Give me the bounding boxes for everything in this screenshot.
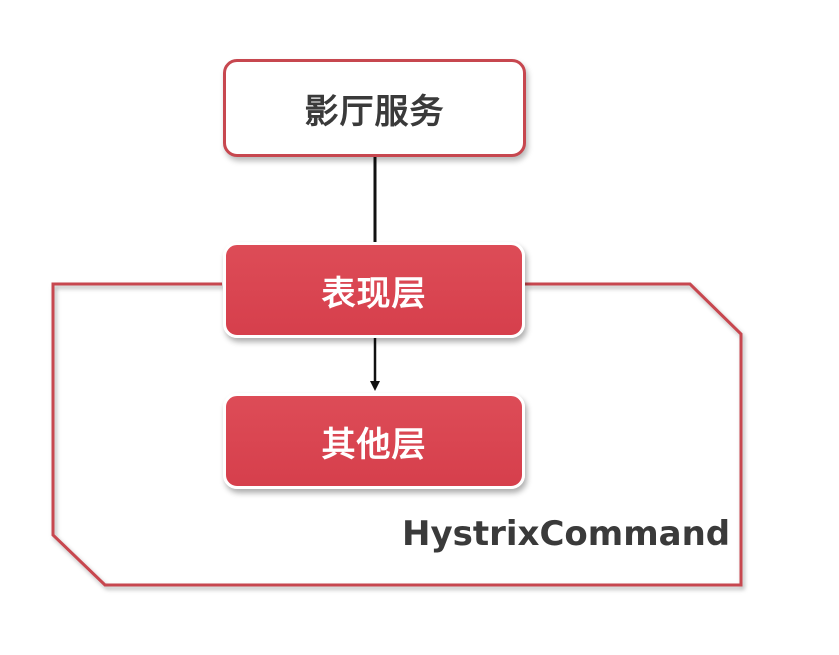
hystrix-command-boundary: [51, 282, 743, 587]
presentation-layer-node: 表现层: [223, 242, 525, 338]
other-layer-node: 其他层: [223, 393, 525, 489]
presentation-layer-label: 表现层: [321, 273, 427, 314]
other-layer-label: 其他层: [321, 424, 427, 465]
cinema-service-node: 影厅服务: [223, 59, 526, 157]
hystrix-command-label: HystrixCommand: [402, 514, 731, 554]
cinema-service-label: 影厅服务: [304, 91, 445, 132]
